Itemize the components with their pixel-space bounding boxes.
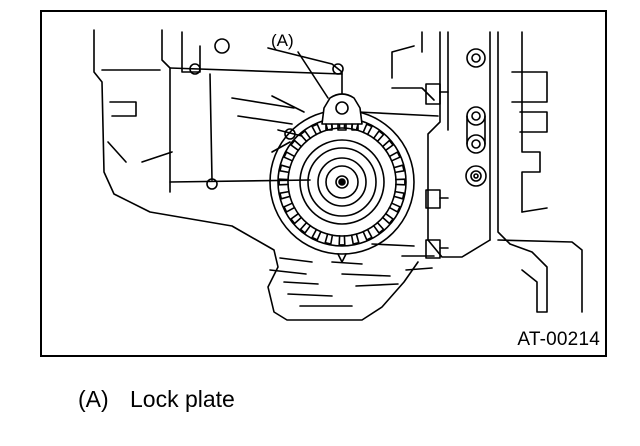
case-housing: [93, 29, 439, 321]
gear-tooth: [381, 212, 394, 225]
gear-tooth: [338, 235, 346, 246]
lower-ribs: [269, 243, 435, 307]
gear-tooth: [299, 221, 312, 234]
gear-tooth: [372, 221, 385, 234]
gear-tooth: [388, 151, 401, 162]
gear-tooth: [362, 228, 373, 241]
gear-tooth: [393, 190, 405, 200]
gear-tooth: [395, 178, 406, 186]
lock-plate: [321, 93, 363, 131]
gear-tooth: [283, 151, 296, 162]
gear-tooth: [311, 228, 322, 241]
gear-tooth: [279, 190, 291, 200]
callout-leader-line: [297, 51, 329, 99]
legend-code: (A): [78, 386, 109, 412]
callout-label: (A): [271, 31, 294, 50]
gear-tooth: [290, 212, 303, 225]
gear-tooth: [372, 130, 385, 143]
right-housing: [425, 31, 583, 313]
gear-tooth: [350, 233, 360, 245]
gear-tooth: [279, 164, 291, 174]
bolt-heads: [189, 38, 344, 190]
legend-item: (A) Lock plate: [78, 386, 235, 413]
legend: (A) Lock plate: [78, 386, 235, 413]
gear-tooth: [311, 123, 322, 136]
figure-frame: (A) AT-00214: [40, 10, 607, 357]
gear-tooth: [362, 123, 373, 136]
gear-tooth: [278, 178, 289, 186]
gear-tooth: [388, 202, 401, 213]
gear-tooth: [324, 233, 334, 245]
gear-tooth: [290, 139, 303, 152]
legend-label: Lock plate: [130, 386, 235, 412]
gear-tooth: [381, 139, 394, 152]
gear-tooth: [393, 164, 405, 174]
transmission-drawing: [93, 29, 583, 321]
gear-tooth: [299, 130, 312, 143]
gear-tooth: [283, 202, 296, 213]
figure-id: AT-00214: [517, 329, 600, 350]
